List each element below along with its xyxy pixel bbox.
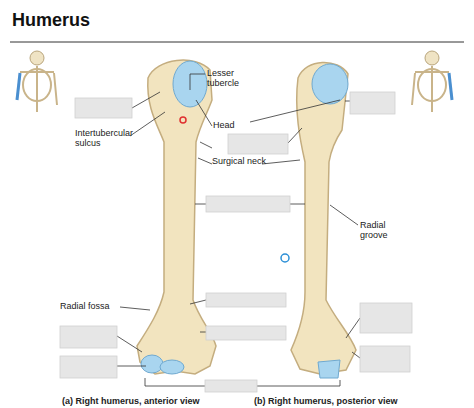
skeleton-thumbnail [412,51,452,112]
title-rule [10,42,464,43]
part-label: Radial fossa [60,301,120,311]
humerus-anterior [137,60,216,374]
part-label: Surgical neck [212,156,292,166]
diagram-title: Humerus [12,10,90,31]
view-caption: (a) Right humerus, anterior view [62,396,242,406]
part-label: Lesser tubercle [207,68,267,88]
view-caption: (b) Right humerus, posterior view [254,396,454,406]
part-label: Radial groove [360,220,410,240]
skeleton-thumbnail [17,51,57,112]
leader-lines [117,74,360,386]
part-label: Head [213,120,253,130]
part-label: Intertubercular sulcus [75,128,155,148]
blank-label-box [60,92,412,392]
marker-circle [281,254,289,262]
